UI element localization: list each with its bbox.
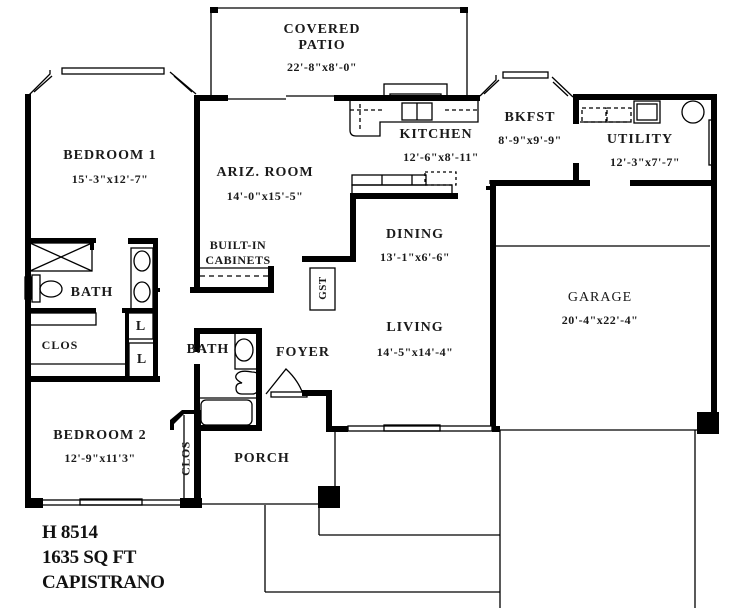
linen-closet-2-label: L — [136, 352, 148, 367]
closet1-label: CLOS — [41, 338, 79, 352]
closet2-label: CLOS — [178, 441, 193, 476]
thin-lines — [24, 7, 716, 608]
ariz-room-label: ARIZ. ROOM — [216, 165, 314, 180]
built-in-cabinets-label: BUILT-IN CABINETS — [205, 238, 271, 267]
bkfst-label: BKFST — [504, 110, 556, 125]
guest-closet-label: GST — [317, 276, 329, 300]
foyer-label: FOYER — [276, 345, 330, 360]
linen-closet-1-label: L — [135, 319, 147, 334]
living-label: LIVING — [386, 320, 444, 335]
covered-patio-dims: 22'-8"x8'-0" — [287, 60, 357, 74]
kitchen-dims: 12'-6"x8'-11" — [403, 150, 479, 164]
utility-label: UTILITY — [606, 132, 674, 147]
dining-dims: 13'-1"x6'-6" — [380, 250, 450, 264]
square-footage: 1635 SQ FT — [42, 547, 137, 568]
bath1-label: BATH — [70, 285, 114, 300]
ariz-room-dims: 14'-0"x15'-5" — [226, 189, 304, 203]
covered-patio-label: COVERED PATIO — [283, 22, 361, 53]
bedroom1-dims: 15'-3"x12'-7" — [71, 172, 149, 186]
utility-dims: 12'-3"x7'-7" — [610, 155, 680, 169]
garage-label: GARAGE — [567, 290, 633, 305]
model-code: H 8514 — [42, 522, 98, 543]
bedroom2-label: BEDROOM 2 — [53, 428, 147, 443]
walls — [25, 7, 719, 508]
living-dims: 14'-5"x14'-4" — [376, 345, 454, 359]
bath2-label: BATH — [186, 342, 230, 357]
dining-label: DINING — [385, 227, 445, 242]
bedroom1-label: BEDROOM 1 — [63, 148, 157, 163]
bkfst-dims: 8'-9"x9'-9" — [498, 133, 562, 147]
plan-info-block: H 8514 1635 SQ FT CAPISTRANO — [42, 520, 165, 595]
bedroom2-dims: 12'-9"x11'3" — [64, 451, 136, 465]
kitchen-label: KITCHEN — [399, 127, 473, 142]
model-name: CAPISTRANO — [42, 572, 165, 593]
porch-label: PORCH — [234, 451, 290, 466]
garage-dims: 20'-4"x22'-4" — [561, 313, 639, 327]
